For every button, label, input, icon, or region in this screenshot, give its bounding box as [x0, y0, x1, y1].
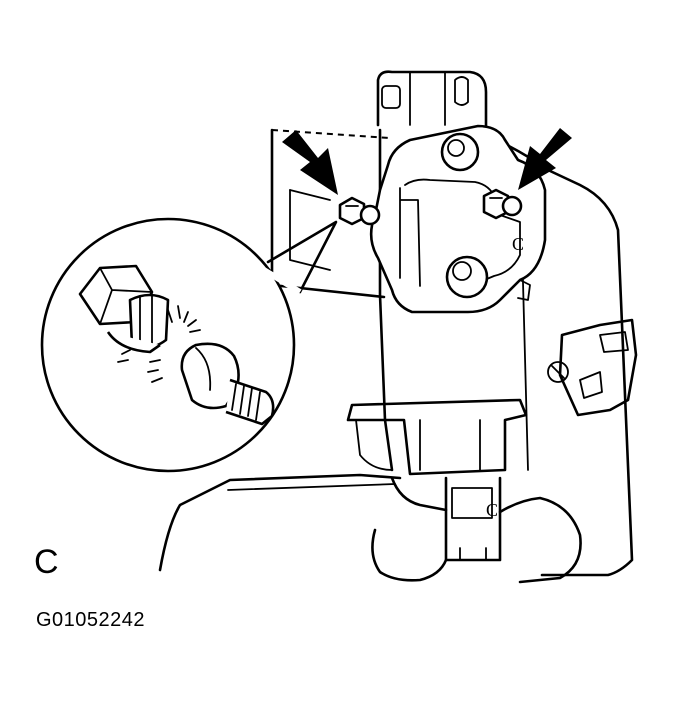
tapered-head-bolt-right: [482, 188, 523, 220]
arrow-icon: [518, 128, 572, 190]
lower-cover: [158, 473, 582, 584]
lock-bracket: C: [369, 124, 547, 314]
figure-code: G01052242: [36, 609, 146, 631]
break-marks: [117, 305, 201, 383]
detail-callout: [40, 217, 338, 473]
part-mark-c-upper: C: [512, 234, 524, 254]
tapered-head-bolt-left: [338, 196, 381, 226]
lower-shaft: C: [346, 398, 528, 562]
arrow-icon: [282, 130, 338, 195]
part-mark-c-lower: C: [486, 500, 498, 520]
upper-shaft: [376, 70, 488, 132]
view-label: C: [34, 543, 59, 581]
broken-bolt-head: [180, 342, 275, 426]
hex-bolt: [78, 264, 170, 354]
